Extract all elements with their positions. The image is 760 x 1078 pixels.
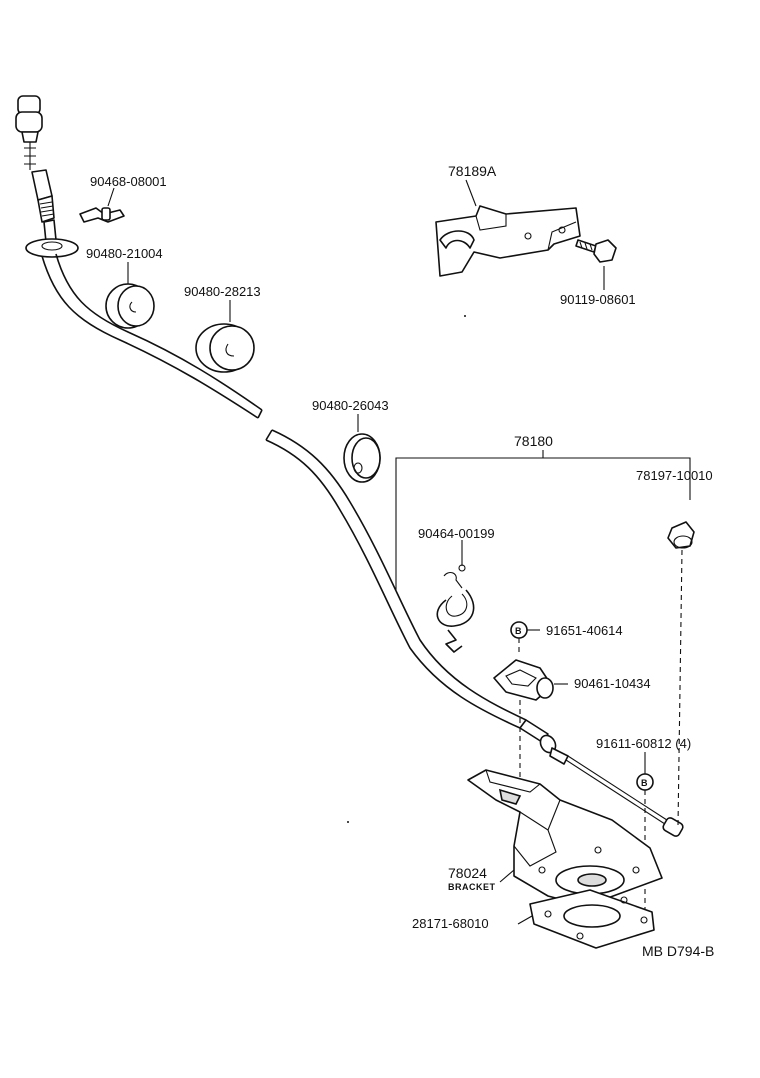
pedal-bracket-icon [467, 769, 663, 907]
reference-code: MB D794-B [642, 943, 714, 959]
label-78197-10010: 78197-10010 [636, 468, 713, 483]
label-bracket: BRACKET [448, 882, 496, 892]
control-cable [41, 253, 684, 837]
speck [347, 821, 349, 823]
assembly-bracket [395, 450, 691, 590]
label-90461-10434: 90461-10434 [574, 676, 651, 691]
label-91611-60812: 91611-60812 (4) [596, 736, 691, 751]
marker-b1-text: B [515, 626, 522, 636]
plug-icon [195, 300, 255, 373]
label-91651-40614: 91651-40614 [546, 623, 623, 638]
bolt-icon [575, 239, 617, 290]
clamp-icon [436, 540, 475, 653]
label-78024: 78024 [448, 865, 487, 881]
gasket-icon [517, 889, 655, 949]
cable-end-icon [15, 95, 79, 258]
label-28171-68010: 28171-68010 [412, 916, 489, 931]
speck [464, 315, 466, 317]
marker-b-91651: B [510, 621, 540, 656]
marker-b2-text: B [641, 778, 648, 788]
label-90119-08601: 90119-08601 [560, 292, 636, 307]
grommet-icon [343, 414, 381, 483]
label-90464-00199: 90464-00199 [418, 526, 495, 541]
marker-b-91611: B [636, 752, 654, 916]
label-78180: 78180 [514, 433, 553, 449]
plug-icon [105, 262, 155, 329]
label-90480-21004: 90480-21004 [86, 246, 163, 261]
clip-icon [79, 187, 125, 223]
bracket-icon [435, 179, 581, 277]
label-90480-28213: 90480-28213 [184, 284, 261, 299]
label-90468-08001: 90468-08001 [90, 174, 167, 189]
label-78189A: 78189A [448, 163, 497, 179]
cap-icon [667, 521, 695, 827]
clamp-icon [493, 659, 568, 790]
label-90480-26043: 90480-26043 [312, 398, 389, 413]
